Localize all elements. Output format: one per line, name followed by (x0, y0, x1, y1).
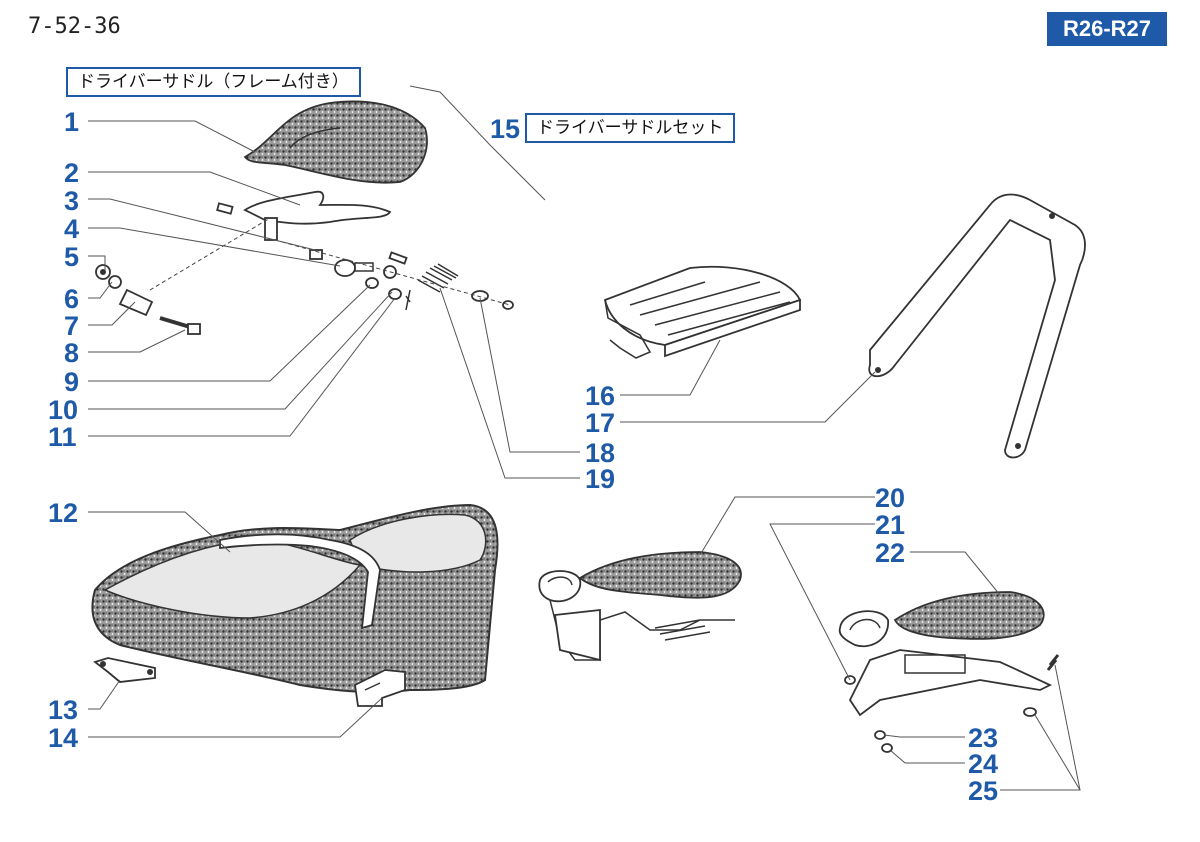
leader-lines (88, 120, 1081, 791)
luggage-rack (603, 265, 802, 359)
callout-20: 20 (875, 483, 905, 513)
callout-12: 12 (48, 498, 78, 528)
saddle-assembly-20 (538, 551, 742, 662)
callout-13: 13 (48, 695, 78, 725)
callout-19: 19 (585, 464, 615, 494)
hardware-parts (95, 202, 514, 335)
callout-14: 14 (48, 723, 78, 753)
callout-1: 1 (64, 107, 79, 137)
callout-5: 5 (64, 242, 79, 272)
callout-4: 4 (64, 214, 79, 244)
seat-bracket-14 (354, 669, 406, 707)
grab-bar (868, 193, 1086, 459)
seat-bracket-13 (93, 657, 156, 683)
callout-18: 18 (585, 438, 615, 468)
saddle-frame (243, 190, 392, 241)
callout-21: 21 (875, 510, 905, 540)
saddle-cover (243, 100, 428, 184)
callout-3: 3 (64, 186, 79, 216)
page-code: 7-52-36 (28, 14, 121, 39)
callout-9: 9 (64, 367, 79, 397)
caption-saddle-set: ドライバーサドルセット (525, 113, 736, 143)
dual-seat (91, 503, 499, 694)
callout-16: 16 (585, 381, 615, 411)
callout-22: 22 (875, 538, 905, 568)
callout-10: 10 (48, 395, 78, 425)
callout-17: 17 (585, 408, 615, 438)
callout-2: 2 (64, 158, 79, 188)
saddle-set-leader (409, 85, 546, 201)
caption-saddle-with-frame: ドライバーサドル（フレーム付き） (66, 67, 361, 97)
callout-11: 11 (48, 422, 77, 452)
callout-23: 23 (968, 723, 998, 753)
saddle-assembly-22 (838, 591, 1060, 753)
callout-6: 6 (64, 284, 79, 314)
callout-25: 25 (968, 776, 998, 806)
callout-8: 8 (64, 338, 79, 368)
callout-numbers: 1 2 3 4 5 6 7 8 9 10 11 12 13 14 16 17 1… (48, 107, 998, 806)
callout-7: 7 (64, 311, 79, 341)
callout-24: 24 (968, 749, 998, 779)
callout-15: 15 (490, 114, 520, 144)
model-badge: R26-R27 (1047, 12, 1167, 46)
